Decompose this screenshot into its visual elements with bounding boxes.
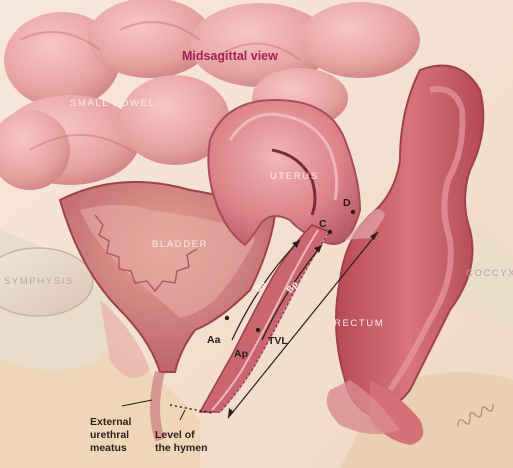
caption-meatus-1: External: [90, 416, 132, 428]
diagram-title: Midsagittal view: [182, 49, 278, 63]
label-uterus: UTERUS: [270, 171, 319, 182]
label-tvl: TVL: [268, 335, 288, 347]
point-c-dot: [328, 230, 332, 234]
point-d-dot: [351, 210, 355, 214]
label-point-c: C: [319, 218, 327, 230]
label-small-bowel: SMALL BOWEL: [70, 98, 155, 109]
caption-hymen-1: Level of: [155, 429, 195, 441]
caption-hymen-2: the hymen: [155, 442, 208, 454]
label-point-ap: Ap: [234, 348, 248, 360]
point-ap-dot: [256, 328, 260, 332]
label-point-d: D: [343, 197, 351, 209]
point-aa-dot: [225, 316, 229, 320]
label-bladder: BLADDER: [152, 239, 208, 250]
label-coccyx: COCCYX: [466, 268, 513, 279]
label-rectum: RECTUM: [334, 318, 384, 329]
label-point-aa: Aa: [207, 334, 221, 346]
caption-meatus-3: meatus: [90, 442, 127, 454]
label-symphysis: SYMPHYSIS: [4, 276, 74, 287]
caption-meatus-2: urethral: [90, 429, 129, 441]
